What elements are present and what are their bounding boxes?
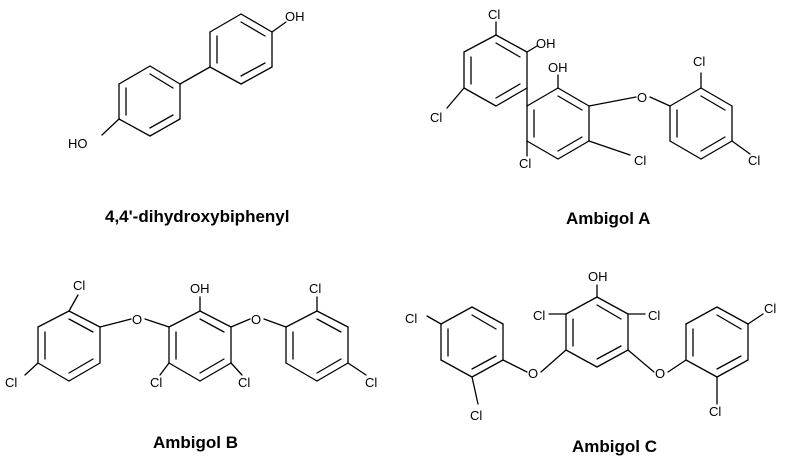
chlorine-label: Cl — [238, 375, 250, 390]
oxygen-label: O — [528, 366, 538, 381]
chlorine-label: Cl — [748, 153, 760, 168]
hydroxyl-label: OH — [588, 269, 608, 284]
chlorine-label: Cl — [693, 54, 705, 69]
chlorine-label: Cl — [533, 308, 545, 323]
compound-name-biphenyl: 4,4'-dihydroxybiphenyl — [105, 207, 289, 226]
chlorine-label: Cl — [470, 408, 482, 423]
chlorine-label: Cl — [488, 7, 500, 22]
chlorine-label: Cl — [365, 375, 377, 390]
chlorine-label: Cl — [5, 375, 17, 390]
ambigol-c-structure — [426, 284, 764, 405]
hydroxyl-label: OH — [536, 36, 556, 51]
oxygen-label: O — [132, 312, 142, 327]
chlorine-label: Cl — [73, 278, 85, 293]
hydroxyl-label: HO — [68, 136, 88, 151]
ambigol-a-structure — [446, 21, 751, 160]
chlorine-label: Cl — [764, 301, 776, 316]
chlorine-label: Cl — [405, 311, 417, 326]
chlorine-label: Cl — [150, 375, 162, 390]
chlorine-label: Cl — [648, 308, 660, 323]
chlorine-label: Cl — [430, 110, 442, 125]
compound-name-ambigol-c: Ambigol C — [572, 437, 657, 456]
compound-name-ambigol-b: Ambigol B — [153, 433, 238, 452]
chlorine-label: Cl — [519, 156, 531, 171]
oxygen-label: O — [251, 312, 261, 327]
hydroxyl-label: OH — [285, 9, 305, 24]
chlorine-label: Cl — [309, 281, 321, 296]
chlorine-label: Cl — [634, 153, 646, 168]
oxygen-label: O — [637, 90, 647, 105]
oxygen-label: O — [655, 366, 665, 381]
hydroxyl-label: OH — [190, 281, 210, 296]
ambigol-b-structure — [24, 294, 367, 382]
biphenyl-structure — [101, 13, 287, 137]
chlorine-label: Cl — [709, 404, 721, 419]
hydroxyl-label: OH — [548, 60, 568, 75]
compound-name-ambigol-a: Ambigol A — [566, 209, 650, 228]
